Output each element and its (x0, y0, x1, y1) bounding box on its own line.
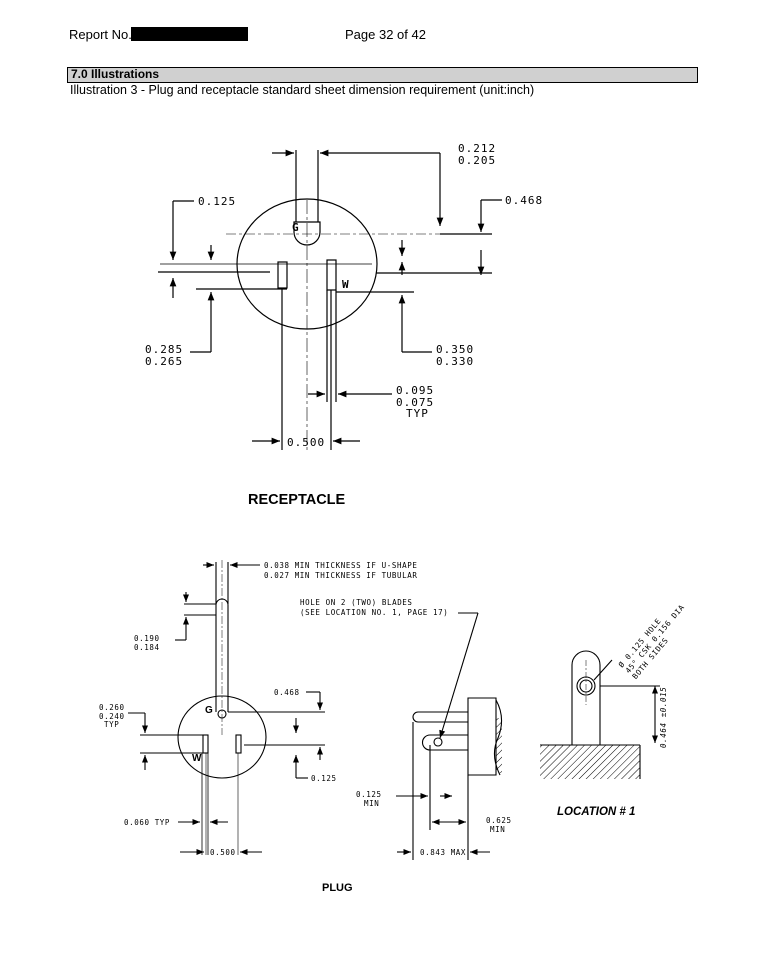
receptacle-title: RECEPTACLE (248, 492, 346, 508)
section-title: 7.0 Illustrations (71, 67, 160, 81)
dim-wide-slot-lower: 0.330 (436, 355, 474, 368)
dim-slot-width-lower: 0.075 (396, 396, 434, 409)
receptacle-drawing (158, 149, 502, 450)
dim-plug-ground-dia: 0.125 (311, 774, 337, 783)
report-number-label: Report No. (69, 27, 132, 42)
dim-pin-upper: 0.190 (134, 634, 160, 643)
dim-thickness-u: 0.038 MIN THICKNESS IF U-SHAPE (264, 561, 417, 570)
dim-pin-lower: 0.184 (134, 643, 160, 652)
dim-ground-slot-lower: 0.205 (458, 154, 496, 167)
plug-ground-label: G (205, 705, 213, 716)
dim-blade-note: TYP (104, 720, 119, 729)
dim-ground-slot-upper: 0.212 (458, 142, 496, 155)
plug-front-view (128, 560, 325, 856)
plug-side-view (396, 612, 503, 860)
dim-total-len: 0.843 MAX (420, 848, 466, 857)
dim-spacing: 0.500 (287, 436, 325, 449)
hole-note-2: (SEE LOCATION NO. 1, PAGE 17) (300, 608, 448, 617)
dim-location: 0.464 ±0.015 (659, 687, 668, 748)
dim-ground-offset: 0.468 (505, 194, 543, 207)
receptacle-ground-slot (293, 221, 321, 246)
dim-blade-width: 0.060 TYP (124, 818, 170, 827)
dim-plug-ground-offset: 0.468 (274, 688, 300, 697)
receptacle-ground-label: G (292, 221, 300, 234)
dim-slot-width-upper: 0.095 (396, 384, 434, 397)
dim-plug-spacing: 0.500 (210, 848, 236, 857)
page-number: Page 32 of 42 (345, 27, 426, 42)
illustration-caption: Illustration 3 - Plug and receptacle sta… (70, 83, 535, 97)
plug-title: PLUG (322, 882, 353, 894)
dim-thickness-t: 0.027 MIN THICKNESS IF TUBULAR (264, 571, 417, 580)
dim-hole-pos: 0.125 (356, 790, 382, 799)
dim-slot-width-note: TYP (406, 407, 429, 420)
dim-blade-upper: 0.260 (99, 703, 125, 712)
plug-face (177, 695, 267, 779)
dim-blade-lower: 0.240 (99, 712, 125, 721)
redacted-report-number (131, 27, 248, 41)
location-label: LOCATION # 1 (557, 806, 635, 818)
dim-blade-len-note: MIN (490, 825, 505, 834)
receptacle-neutral-label: W (342, 278, 350, 291)
dim-ground-dia: 0.125 (198, 195, 236, 208)
section-header: 7.0 Illustrations (67, 67, 698, 83)
receptacle-neutral-slot (326, 259, 337, 291)
location-1-detail (540, 650, 660, 779)
dim-slot-len-lower: 0.265 (145, 355, 183, 368)
receptacle-hot-slot (277, 261, 288, 289)
dim-slot-len-upper: 0.285 (145, 343, 183, 356)
hole-spec-2: 45° CSK 0.156 DIA (624, 603, 687, 675)
dim-wide-slot-upper: 0.350 (436, 343, 474, 356)
dim-blade-len: 0.625 (486, 816, 512, 825)
hole-note-1: HOLE ON 2 (TWO) BLADES (300, 598, 413, 607)
dim-hole-pos-note: MIN (364, 799, 379, 808)
plug-neutral-label: W (192, 753, 202, 764)
